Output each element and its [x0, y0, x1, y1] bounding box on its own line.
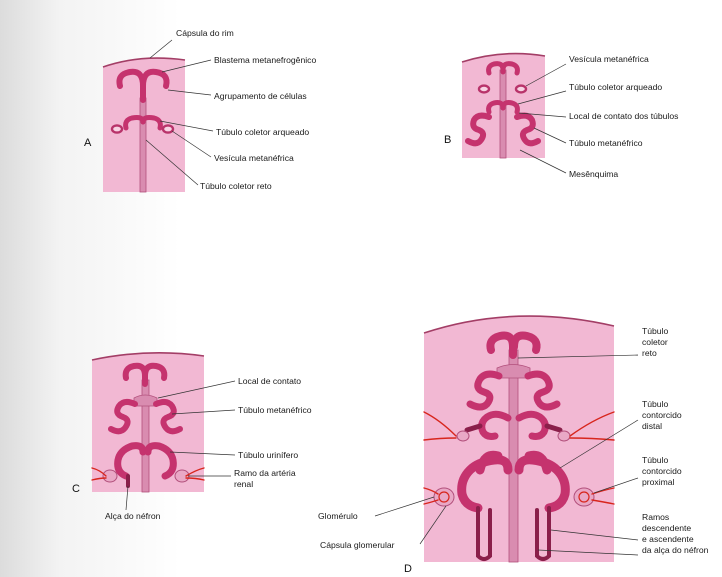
panel-d-tissue — [424, 316, 614, 562]
panel-d-upper-glomerulus-right — [558, 431, 570, 441]
panel-d-label-glomerulo: Glomérulo — [318, 511, 358, 521]
panel-d: Túbulo coletor reto Túbulo contorcido di… — [318, 316, 709, 575]
panel-c: Local de contato Túbulo metanéfrico Túbu… — [72, 353, 312, 521]
panel-a-label-capsula-rim: Cápsula do rim — [176, 28, 234, 38]
panel-c-letter: C — [72, 483, 80, 495]
panel-a-letter: A — [84, 137, 92, 149]
panel-c-label-ramo-2: renal — [234, 479, 253, 489]
panel-d-label-proximal-2: contorcido — [642, 466, 682, 476]
panel-d-glomerulus-right — [574, 488, 594, 506]
panel-a-label-blastema: Blastema metanefrogênico — [214, 55, 316, 65]
panel-d-letter: D — [404, 563, 412, 575]
panel-b-label-metanefrico: Túbulo metanéfrico — [569, 138, 643, 148]
panel-a-label-coletor-arqueado: Túbulo coletor arqueado — [216, 127, 309, 137]
panel-b: Vesícula metanéfrica Túbulo coletor arqu… — [444, 54, 678, 179]
panel-a: Cápsula do rim Blastema metanefrogênico … — [84, 28, 316, 192]
panel-a-leader-capsule — [150, 40, 172, 58]
panel-a-label-coletor-reto: Túbulo coletor reto — [200, 181, 272, 191]
panel-c-label-metanefrico: Túbulo metanéfrico — [238, 405, 312, 415]
panel-b-letter: B — [444, 134, 451, 146]
panel-d-label-ramos-2: descendente — [642, 523, 691, 533]
panel-d-label-distal-2: contorcido — [642, 410, 682, 420]
panel-c-label-ramo-1: Ramo da artéria — [234, 468, 296, 478]
panel-c-label-urinifero: Túbulo urinífero — [238, 450, 298, 460]
panel-d-straight-collecting-duct — [509, 350, 518, 562]
panel-b-label-mesenquima: Mesênquima — [569, 169, 618, 179]
panel-c-label-contato: Local de contato — [238, 376, 301, 386]
panel-b-vesicle-right — [516, 86, 526, 93]
panel-c-label-alca: Alça do néfron — [105, 511, 161, 521]
panel-a-label-agrupamento: Agrupamento de células — [214, 91, 307, 101]
panel-d-label-coletor-3: reto — [642, 348, 657, 358]
panel-d-upper-glomerulus-left — [457, 431, 469, 441]
panel-d-label-capsula-glomerular: Cápsula glomerular — [320, 540, 395, 550]
panel-d-label-proximal-3: proximal — [642, 477, 675, 487]
panel-d-glomerulus-left — [434, 488, 454, 506]
panel-d-label-ramos-1: Ramos — [642, 512, 669, 522]
panel-b-vesicle-left — [479, 86, 489, 93]
panel-a-straight-collecting-duct — [140, 98, 146, 192]
panel-d-label-distal-1: Túbulo — [642, 399, 668, 409]
panel-d-label-ramos-3: e ascendente — [642, 534, 694, 544]
panel-a-vesicle-left — [112, 125, 122, 132]
panel-d-label-coletor-2: coletor — [642, 337, 668, 347]
panel-b-label-coletor-arqueado: Túbulo coletor arqueado — [569, 82, 662, 92]
panel-d-label-proximal-1: Túbulo — [642, 455, 668, 465]
panel-b-straight-collecting-duct — [500, 70, 506, 158]
panel-a-label-vesicula: Vesícula metanéfrica — [214, 153, 294, 163]
panel-a-vesicle-right — [163, 125, 173, 132]
panel-b-label-vesicula: Vesícula metanéfrica — [569, 54, 649, 64]
panel-d-label-ramos-4: da alça do néfron — [642, 545, 709, 555]
panel-d-label-coletor-1: Túbulo — [642, 326, 668, 336]
panel-d-label-distal-3: distal — [642, 421, 662, 431]
panel-b-label-contato: Local de contato dos túbulos — [569, 111, 678, 121]
